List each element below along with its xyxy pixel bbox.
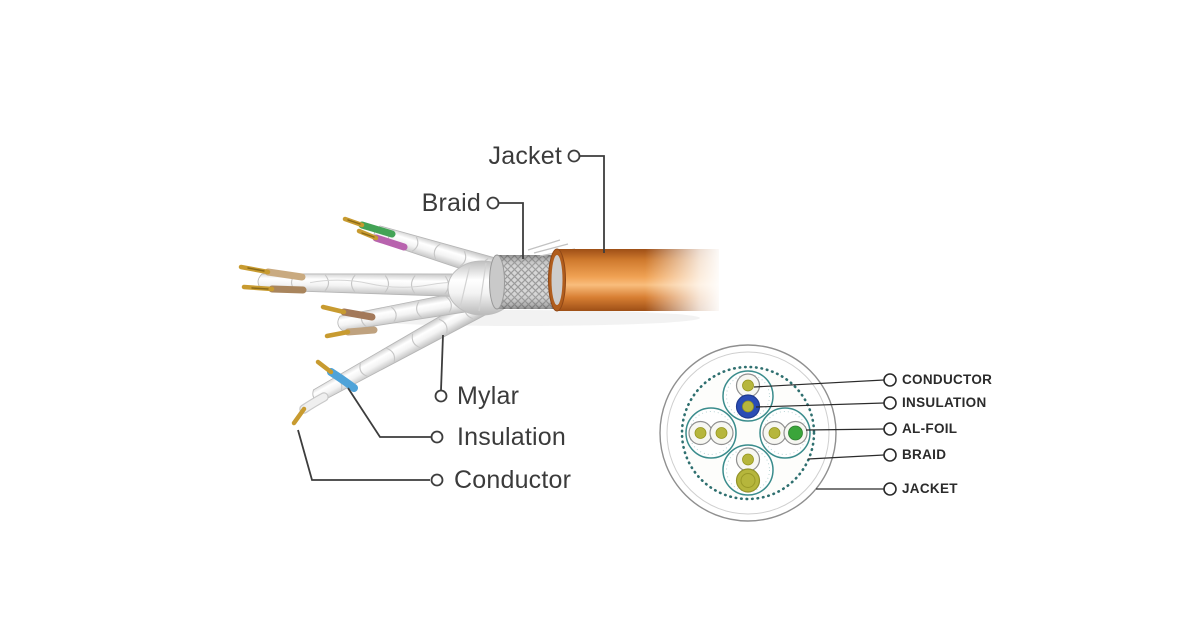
cs-label-braid: BRAID — [902, 447, 947, 462]
right-leaders — [753, 373, 897, 496]
leader-dot-conductor — [430, 473, 444, 487]
cs-leader-dot-alfoil — [883, 422, 897, 436]
cs-pair-right — [759, 407, 811, 459]
cs-leader-dot-braid — [883, 448, 897, 462]
cs-label-conductor: CONDUCTOR — [902, 372, 993, 387]
cross-section — [659, 344, 837, 522]
label-insulation: Insulation — [457, 423, 567, 451]
wire-tips-brown-pair-left — [238, 264, 307, 294]
cs-pair-top — [722, 370, 774, 422]
cs-jacket-inner-ring — [666, 351, 830, 515]
cs-leader-line-alfoil — [805, 428, 885, 431]
cs-leader-dot-conductor — [883, 373, 897, 387]
jacket-section — [548, 246, 723, 314]
cs-leader-line-insulation — [755, 402, 885, 408]
cs-leader-line-conductor — [753, 379, 885, 388]
cs-pair-bottom — [722, 444, 774, 496]
label-braid: Braid — [421, 189, 481, 217]
left-leaders — [297, 149, 605, 487]
cs-conductor-dot — [742, 379, 754, 392]
cs-label-insulation: INSULATION — [902, 395, 987, 410]
wire-tips-brown-pair-mid — [320, 304, 378, 339]
cs-braid-ring — [680, 365, 816, 501]
cs-leader-dot-insulation — [883, 396, 897, 410]
leader-dot-insulation — [430, 430, 444, 444]
label-conductor: Conductor — [454, 466, 572, 494]
cable-illustration — [238, 216, 723, 426]
leader-line-conductor — [297, 429, 430, 481]
leader-dot-braid — [486, 196, 500, 210]
leader-dot-mylar — [434, 389, 448, 403]
wire-tips-blue-white — [291, 359, 358, 426]
leader-line-jacket — [580, 155, 605, 253]
label-jacket: Jacket — [488, 142, 562, 170]
cs-pair-left — [685, 407, 737, 459]
label-mylar: Mylar — [457, 382, 520, 410]
leader-line-mylar — [440, 334, 444, 391]
wire-tips-green-magenta — [342, 216, 408, 251]
leader-dot-jacket — [567, 149, 581, 163]
cs-leader-dot-jacket — [883, 482, 897, 496]
leader-line-braid — [499, 202, 524, 259]
cs-label-jacket: JACKET — [902, 481, 958, 496]
cs-leader-line-braid — [807, 454, 885, 460]
cs-label-alfoil: AL-FOIL — [902, 421, 958, 436]
leader-line-insulation — [347, 387, 431, 438]
